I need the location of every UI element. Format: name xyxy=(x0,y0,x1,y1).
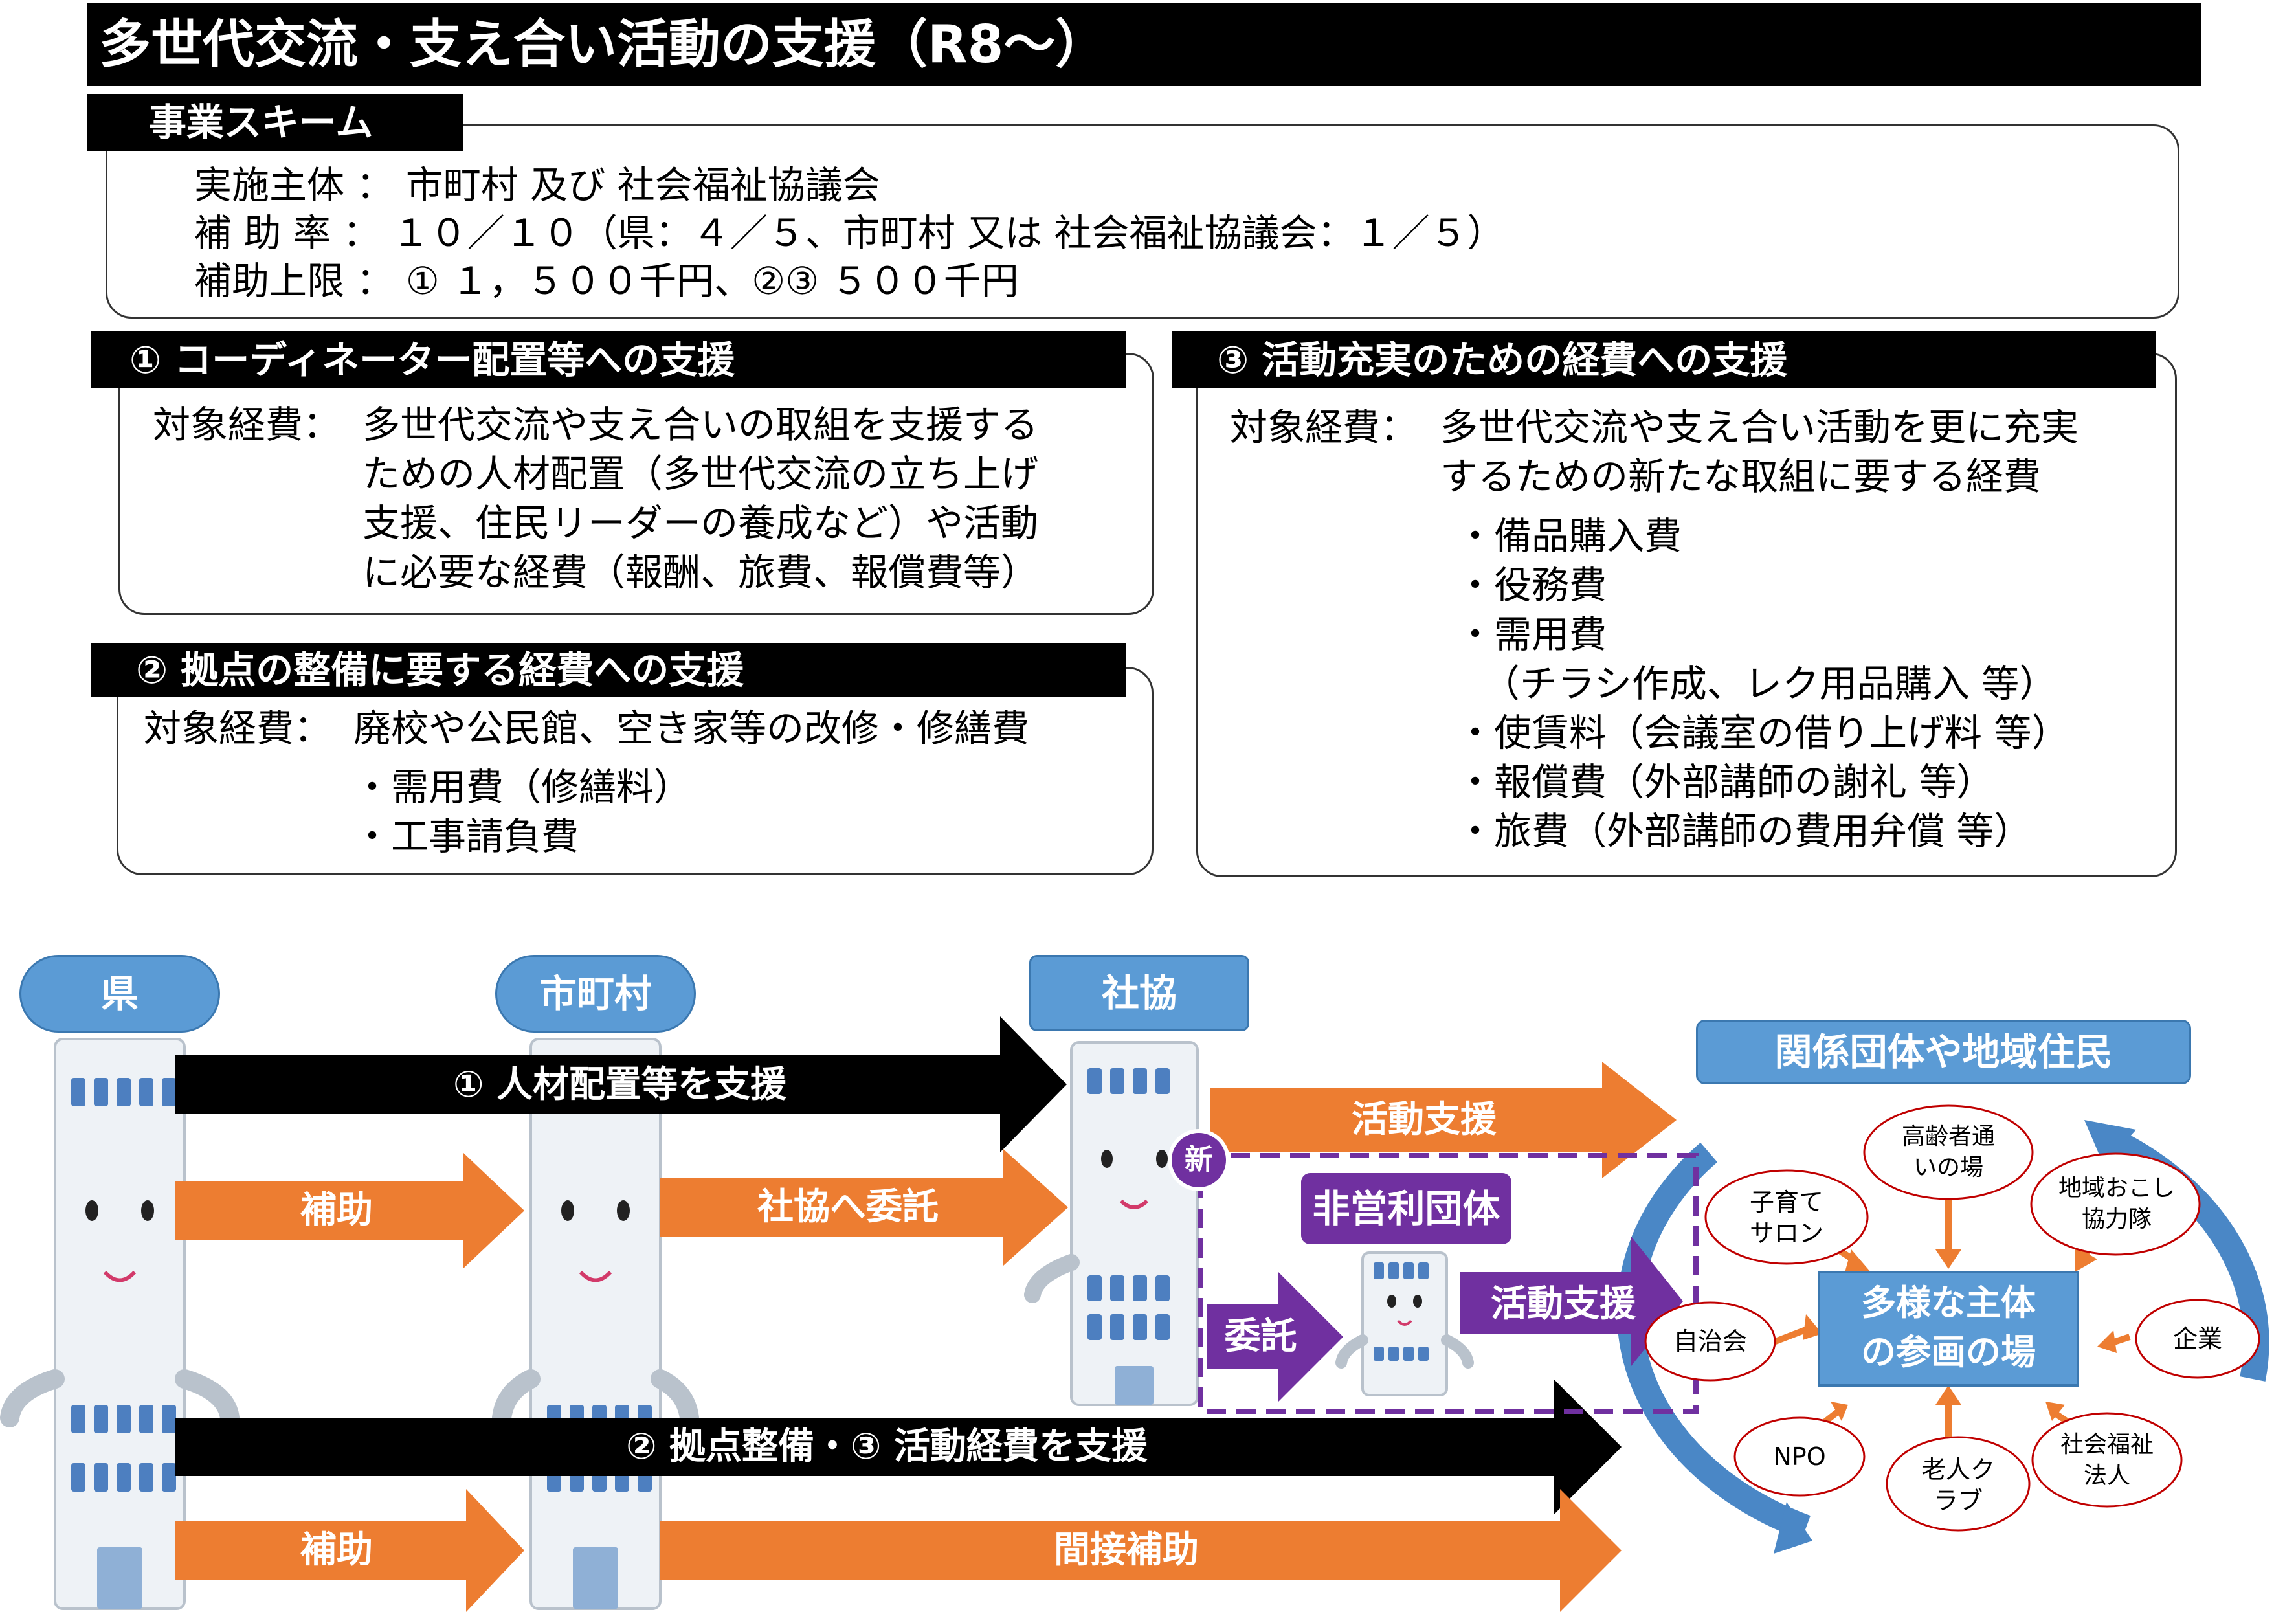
section1-tab: ① コーディネーター配置等への支援 xyxy=(91,331,1126,388)
scheme-line-1: 実施主体 ： 市町村 及び 社会福祉協議会 xyxy=(194,163,880,207)
section3-box xyxy=(1196,353,2177,877)
node-label-5: 企業 xyxy=(2172,1325,2222,1353)
arrow-itaku xyxy=(1207,1272,1343,1402)
community-label: 関係団体や地域住民 xyxy=(1696,1020,2191,1084)
section3-line-1: 多世代交流や支え合い活動を更に充実 xyxy=(1440,405,2079,449)
npo-dashed-frame xyxy=(1198,1153,1699,1414)
arrow-itaku-label: 委託 xyxy=(1224,1315,1297,1358)
city-label: 市町村 xyxy=(495,955,696,1033)
section3-line-2: するための新たな取組に要する経費 xyxy=(1440,454,2042,498)
section3-label: 対象経費： xyxy=(1230,405,1418,449)
arrow-katsudo-1-label: 活動支援 xyxy=(1352,1099,1497,1141)
arrow-support-base-label: ② 拠点整備・③ 活動経費を支援 xyxy=(626,1426,1148,1468)
section1-line-3: 支援、住民リーダーの養成など）や活動 xyxy=(362,501,1039,545)
node-label-4: 自治会 xyxy=(1673,1327,1747,1356)
scheme-box xyxy=(106,124,2179,319)
node-ellipse-2 xyxy=(1704,1169,1869,1265)
node-label-6: NPO xyxy=(1773,1442,1826,1471)
arrow-hojo-1 xyxy=(175,1152,524,1269)
section2-line-1: 廃校や公民館、空き家等の改修・修繕費 xyxy=(353,706,1030,750)
npo-org-label: 非営利団体 xyxy=(1301,1173,1511,1244)
node-ellipse-8 xyxy=(2031,1412,2183,1508)
arrow-hojo-2 xyxy=(175,1489,524,1612)
node-ellipse-7 xyxy=(1886,1436,2031,1532)
arrow-kansetsu xyxy=(660,1489,1622,1612)
center-label: 多様な主体の参画の場 xyxy=(1819,1279,2078,1377)
section1-label: 対象経費： xyxy=(153,403,341,447)
arrow-hojo-2-label: 補助 xyxy=(300,1529,373,1571)
section3-item-6: ・報償費（外部講師の謝礼 等） xyxy=(1456,760,1994,804)
node-label-1: 高齢者通いの場 xyxy=(1901,1123,1995,1181)
node-label-8: 社会福祉法人 xyxy=(2060,1431,2154,1489)
section3-item-4: （チラシ作成、レク用品購入 等） xyxy=(1482,662,2057,706)
center-text: 多様な主体の参画の場 xyxy=(1861,1282,2036,1372)
section3-item-7: ・旅費（外部講師の費用弁償 等） xyxy=(1456,809,2032,853)
section1-line-4: に必要な経費（報酬、旅費、報償費等） xyxy=(362,550,1039,594)
arrow-itaku-shakyo xyxy=(660,1149,1068,1266)
npo-building xyxy=(1335,1251,1474,1396)
node-ellipse-3 xyxy=(2030,1152,2201,1256)
arrow-katsudo-2-label: 活動支援 xyxy=(1491,1283,1636,1325)
section1-line-1: 多世代交流や支え合いの取組を支援する xyxy=(362,403,1039,447)
section3-item-1: ・備品購入費 xyxy=(1456,514,1682,558)
new-badge-circle xyxy=(1168,1129,1230,1191)
section1-line-2: ための人材配置（多世代交流の立ち上げ xyxy=(362,452,1039,496)
section2-tab: ② 拠点の整備に要する経費への支援 xyxy=(91,643,1126,697)
shakyo-building xyxy=(1024,1041,1199,1406)
section2-item-1: ・需用費（修繕料） xyxy=(353,765,692,809)
node-ellipse-6 xyxy=(1733,1416,1866,1497)
arrow-katsudo-1 xyxy=(1210,1062,1677,1178)
section3-item-2: ・役務費 xyxy=(1456,563,1607,607)
node-label-2: 子育てサロン xyxy=(1749,1188,1823,1248)
node-ellipse-1 xyxy=(1863,1104,2034,1200)
section3-item-5: ・使賃料（会議室の借り上げ料 等） xyxy=(1456,711,2069,755)
shakyo-label: 社協 xyxy=(1029,955,1249,1031)
scheme-tab: 事業スキーム xyxy=(87,94,463,151)
arrow-kansetsu-label: 間接補助 xyxy=(1054,1529,1199,1571)
arrow-support-staffing-label: ① 人材配置等を支援 xyxy=(453,1064,786,1106)
arrow-support-staffing xyxy=(175,1016,1067,1152)
scheme-line-2: 補 助 率 ： １０／１０（県：４／５、市町村 又は 社会福祉協議会：１／５） xyxy=(194,211,1505,255)
node-ellipse-5 xyxy=(2135,1299,2260,1379)
section2-item-2: ・工事請負費 xyxy=(353,814,579,858)
section1-box xyxy=(118,353,1154,615)
section2-box xyxy=(117,667,1154,875)
arrow-itaku-shakyo-label: 社協へ委託 xyxy=(757,1186,939,1228)
scheme-line-3: 補助上限 ： ① １，５００千円、②③ ５００千円 xyxy=(194,259,1019,303)
section3-item-3: ・需用費 xyxy=(1456,612,1607,656)
section3-tab: ③ 活動充実のための経費への支援 xyxy=(1172,331,2156,388)
arrow-support-base-activity xyxy=(175,1379,1622,1515)
new-badge: 新 xyxy=(1185,1143,1213,1176)
node-ellipse-4 xyxy=(1644,1301,1776,1382)
page-title: 多世代交流・支え合い活動の支援（R8～） xyxy=(87,3,2201,86)
section2-label: 対象経費： xyxy=(144,706,332,750)
center-box xyxy=(1818,1271,2079,1387)
arrow-katsudo-2 xyxy=(1460,1237,1683,1366)
arrow-hojo-1-label: 補助 xyxy=(300,1189,373,1231)
node-label-7: 老人クラブ xyxy=(1921,1455,1995,1515)
node-label-3: 地域おこし協力隊 xyxy=(2058,1175,2175,1233)
pref-label: 県 xyxy=(19,955,220,1033)
pref-building xyxy=(0,1038,240,1610)
